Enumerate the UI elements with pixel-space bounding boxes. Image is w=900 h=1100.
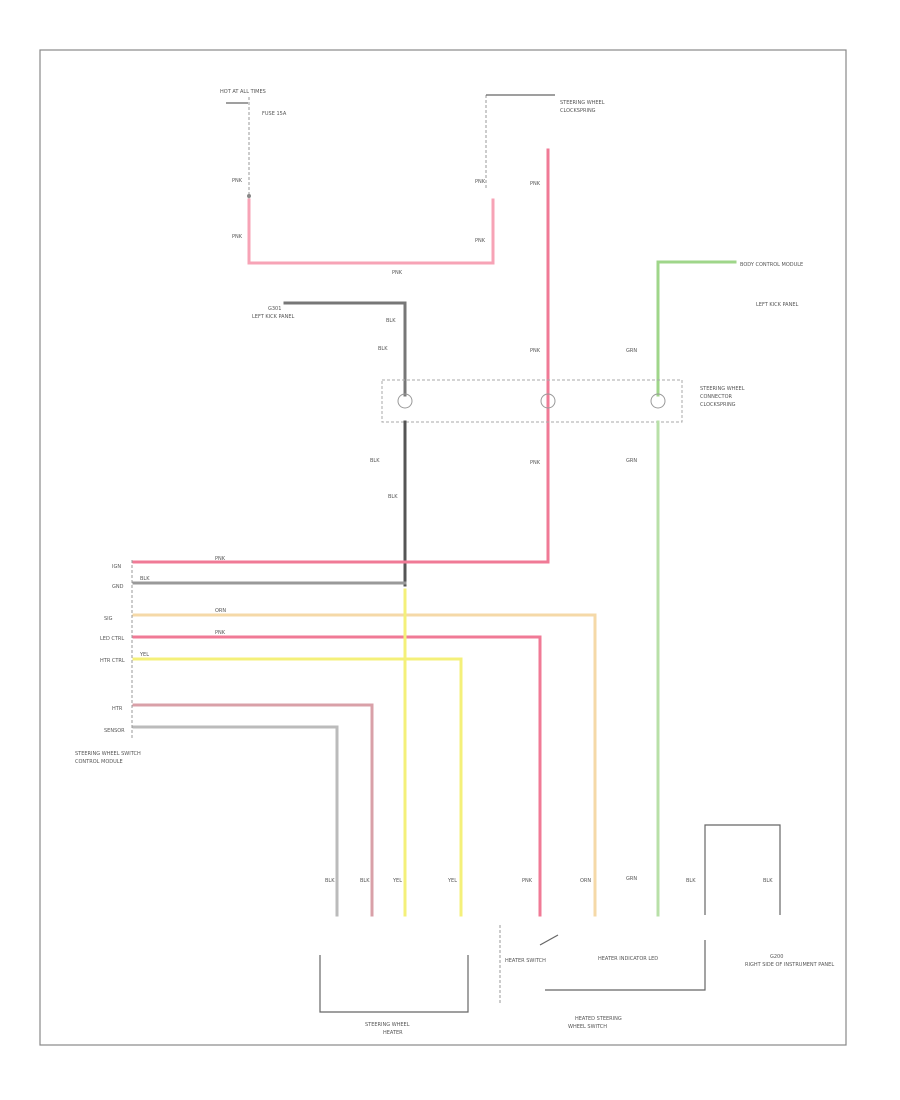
module-pin-sensor: SENSOR <box>104 728 125 734</box>
control-module: IGN GND SIG LED CTRL HTR CTRL HTR SENSOR… <box>75 560 141 765</box>
wire-label-pnk-8: PNK <box>530 460 541 466</box>
connector-mid-title: STEERING WHEEL <box>700 386 745 392</box>
wire-label-blk-8: BLK <box>686 878 696 884</box>
body-control-module: BODY CONTROL MODULE LEFT KICK PANEL GRN <box>626 260 803 397</box>
connector-mid-box <box>381 379 683 423</box>
wire-grn-top <box>656 260 737 397</box>
wire-label-pnk-2: PNK <box>232 234 243 240</box>
wire-label-org-2: ORN <box>580 878 591 884</box>
ground-right: BLK BLK G200 RIGHT SIDE OF INSTRUMENT PA… <box>686 824 834 968</box>
module-pin-sig: SIG <box>104 616 113 622</box>
wire-label-grn-3: GRN <box>626 876 637 882</box>
wire-label-blk-6: BLK <box>325 878 335 884</box>
module-pin-ign: IGN <box>112 564 121 570</box>
wire-label-org: ORN <box>215 608 226 614</box>
connector-pin-blk <box>397 393 413 409</box>
wire-blk-right <box>704 824 781 915</box>
heated-wheel-switch: HEATER SWITCH HEATER INDICATOR LED HEATE… <box>499 878 706 1030</box>
fuse-label: FUSE 15A <box>262 111 287 117</box>
heater-title: STEERING WHEEL <box>365 1022 410 1028</box>
wire-label-blk-2: BLK <box>378 346 388 352</box>
wire-label-grn-1: GRN <box>626 348 637 354</box>
ground-left: G301 LEFT KICK PANEL BLK BLK <box>252 301 407 397</box>
heater-bracket <box>319 955 469 1013</box>
wire-blk-ground <box>283 301 407 397</box>
connector-pin-grn <box>650 393 666 409</box>
ground-right-title: G200 <box>770 954 783 960</box>
wire-pnk-led <box>132 635 542 917</box>
fuse-terminal <box>247 194 251 198</box>
wire-pnk-top-loop <box>247 198 495 265</box>
wire-label-blk-5: BLK <box>140 576 150 582</box>
wire-label-blk-4: BLK <box>388 494 398 500</box>
wire-label-yel-1: YEL <box>139 652 149 658</box>
fuse-block-title: HOT AT ALL TIMES <box>220 89 266 95</box>
wire-yel-htr-ctrl <box>132 657 463 917</box>
switch-title-sub: WHEEL SWITCH <box>568 1024 607 1030</box>
wire-label-blk-9: BLK <box>763 878 773 884</box>
module-title: STEERING WHEEL SWITCH <box>75 751 141 757</box>
wire-label-blk-1: BLK <box>386 318 396 324</box>
module-pin-led: LED CTRL <box>100 636 124 642</box>
wire-label-pnk-5: PNK <box>475 238 486 244</box>
clockspring-top: STEERING WHEEL CLOCKSPRING PNK PNK <box>475 94 605 244</box>
wire-label-pnk-9: PNK <box>215 556 226 562</box>
module-pin-htr-ctrl: HTR CTRL <box>100 658 125 664</box>
wire-label-yel-2: YEL <box>392 878 402 884</box>
module-title-sub: CONTROL MODULE <box>75 759 123 765</box>
steering-heater: BLK BLK YEL YEL STEERING WHEEL HEATER <box>319 878 469 1036</box>
wire-label-pnk-1: PNK <box>232 178 243 184</box>
wire-label-pnk-4: PNK <box>475 179 486 185</box>
switch-title: HEATED STEERING <box>575 1016 622 1022</box>
wire-label-pnk-3: PNK <box>392 270 403 276</box>
switch-bracket <box>545 940 706 991</box>
connector-mid: STEERING WHEEL CONNECTOR CLOCKSPRING <box>381 379 745 423</box>
wire-label-blk-7: BLK <box>360 878 370 884</box>
wire-org-sig <box>132 613 597 917</box>
connector-mid-sub2: CLOCKSPRING <box>700 402 736 408</box>
switch-lever <box>539 934 559 946</box>
wire-label-pnk-7: PNK <box>530 348 541 354</box>
connector-mid-sub: CONNECTOR <box>700 394 733 400</box>
wire-label-grn-2: GRN <box>626 458 637 464</box>
clockspring-top-sub: CLOCKSPRING <box>560 108 596 114</box>
wire-pnk-ign <box>132 553 550 564</box>
diagram-frame <box>39 49 847 1046</box>
ground-right-sub: RIGHT SIDE OF INSTRUMENT PANEL <box>745 962 834 968</box>
heater-sub: HEATER <box>383 1030 403 1036</box>
body-ctrl-sub: LEFT KICK PANEL <box>756 302 799 308</box>
module-pin-htr: HTR <box>112 706 123 712</box>
connector-pin-pnk <box>540 393 556 409</box>
ground-left-sub: LEFT KICK PANEL <box>252 314 295 320</box>
body-ctrl-title: BODY CONTROL MODULE <box>740 262 803 268</box>
module-pin-gnd: GND <box>112 584 124 590</box>
wire-label-pnk-6: PNK <box>530 181 541 187</box>
wire-red-htr <box>132 703 374 917</box>
wire-label-pnk-11: PNK <box>522 878 533 884</box>
wire-gry-sensor <box>132 725 339 917</box>
wire-label-yel-3: YEL <box>447 878 457 884</box>
fuse-block: HOT AT ALL TIMES FUSE 15A PNK PNK <box>220 89 287 240</box>
ground-left-title: G301 <box>268 306 281 312</box>
wire-label-blk-3: BLK <box>370 458 380 464</box>
wire-label-pnk-10: PNK <box>215 630 226 636</box>
clockspring-top-title: STEERING WHEEL <box>560 100 605 106</box>
switch-sub-1: HEATER SWITCH <box>505 958 546 964</box>
switch-sub-2: HEATER INDICATOR LED <box>598 956 658 962</box>
